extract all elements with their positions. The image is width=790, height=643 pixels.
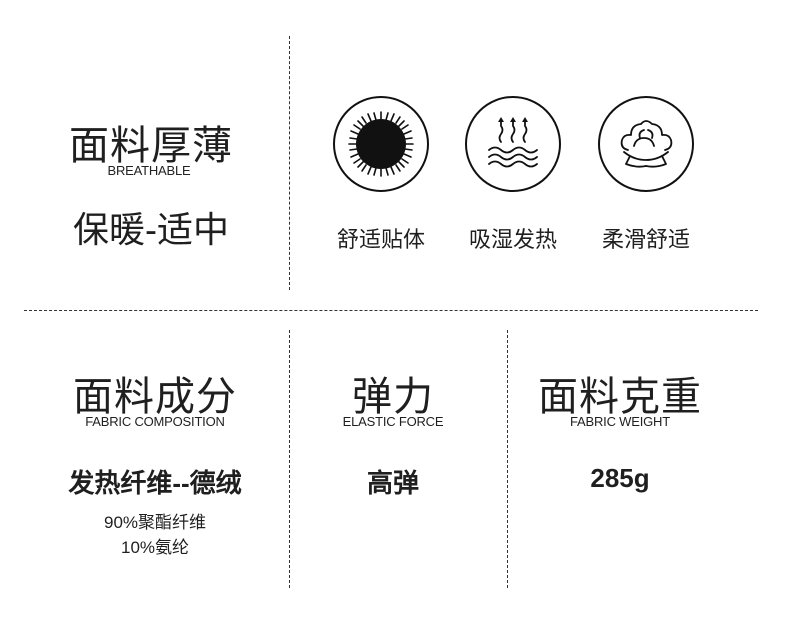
fluffy-fur-ball-icon <box>348 111 414 177</box>
bottom-right-vertical-divider <box>507 330 508 588</box>
composition-title: 面料成分 <box>73 375 237 419</box>
thickness-value: 保暖-适中 <box>73 209 229 250</box>
top-vertical-divider <box>289 36 290 290</box>
thickness-title: 面料厚薄 <box>69 124 233 168</box>
feature-label-1: 舒适贴体 <box>336 227 425 252</box>
heat-waves-icon <box>488 117 538 168</box>
elasticity-title: 弹力 <box>352 375 434 419</box>
composition-subtitle: FABRIC COMPOSITION <box>85 414 225 429</box>
horizontal-divider <box>24 310 758 311</box>
composition-detail-2: 10%氨纶 <box>120 538 190 557</box>
feature-label-2: 吸湿发热 <box>468 227 557 252</box>
feature-label-3: 柔滑舒适 <box>601 227 690 252</box>
thickness-subtitle: BREATHABLE <box>107 163 191 178</box>
elasticity-subtitle: ELASTIC FORCE <box>342 414 444 429</box>
feature-circle-2 <box>465 96 561 192</box>
bottom-left-vertical-divider <box>289 330 290 588</box>
cotton-flower-icon <box>620 120 673 168</box>
elasticity-value: 高弹 <box>366 468 419 498</box>
feature-circle-3 <box>598 96 694 192</box>
weight-value: 285g <box>590 463 650 493</box>
composition-detail-1: 90%聚酯纤维 <box>103 513 207 532</box>
feature-circle-1 <box>333 96 429 192</box>
weight-subtitle: FABRIC WEIGHT <box>570 414 670 429</box>
weight-title: 面料克重 <box>538 375 702 419</box>
composition-value: 发热纤维--德绒 <box>68 468 242 498</box>
